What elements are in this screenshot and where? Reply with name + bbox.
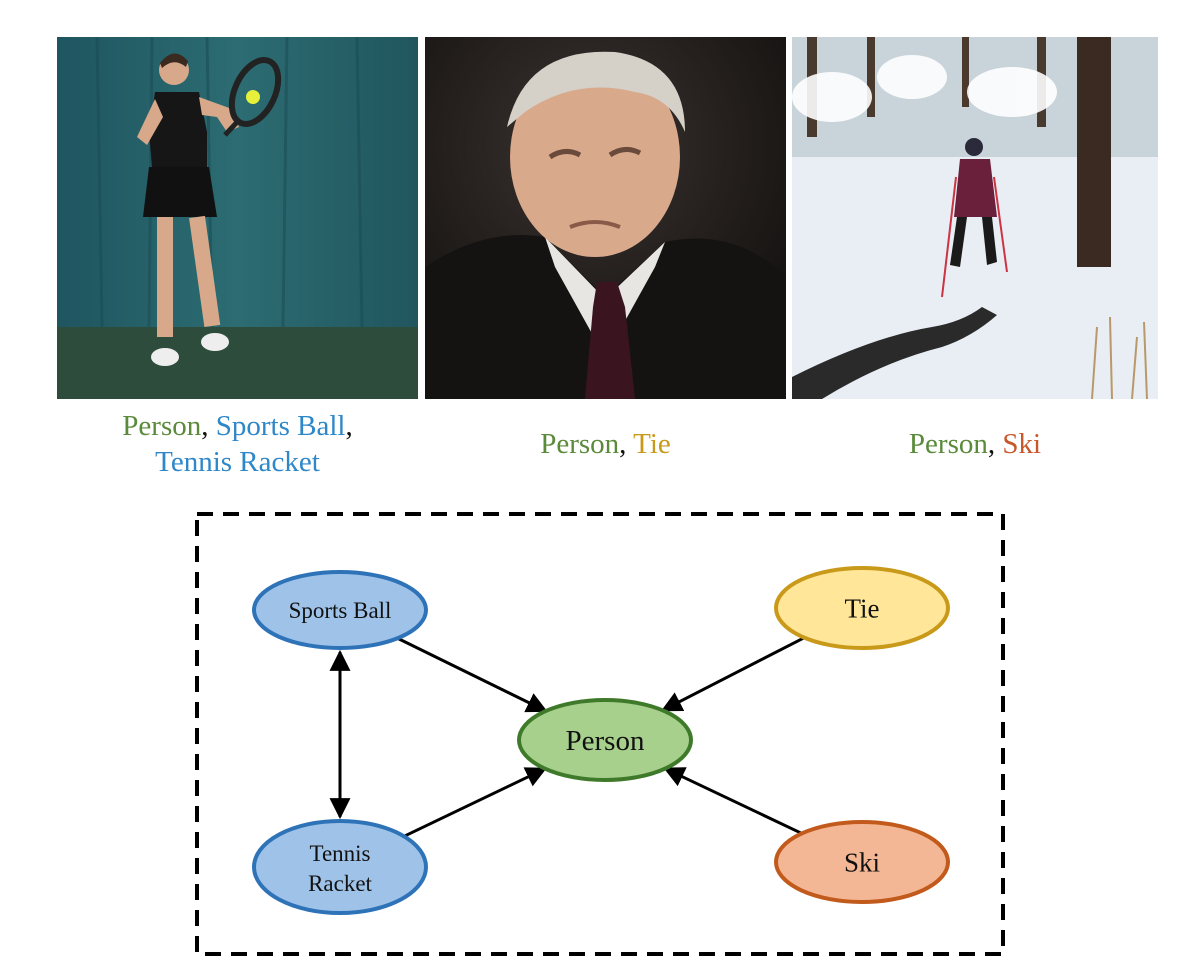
edge-tie-to-person <box>660 636 805 712</box>
node-ellipse <box>517 698 693 782</box>
edge-tennis-racket-to-person <box>403 767 547 838</box>
caption-tie-photo: Person, Tie <box>425 426 786 462</box>
caption-label: Person <box>540 428 620 460</box>
node-tie: Tie <box>774 566 950 650</box>
skier-photo <box>792 37 1158 399</box>
caption-separator: , <box>987 428 1003 460</box>
caption-label: Tennis Racket <box>155 446 320 478</box>
edge-ski-to-person <box>663 767 803 835</box>
caption-separator: , <box>201 410 216 442</box>
node-ellipse <box>252 570 428 650</box>
edge-sports-ball-to-person <box>396 636 548 713</box>
tennis-player-photo <box>57 37 418 399</box>
node-label: Ski <box>844 847 880 877</box>
node-label: Person <box>566 725 645 757</box>
node-ellipse <box>774 566 950 650</box>
caption-label: Tie <box>633 428 671 460</box>
caption-label: Person <box>908 428 988 460</box>
node-ellipse <box>774 820 950 904</box>
caption-ski-photo: Person, Ski <box>792 426 1158 462</box>
caption-separator: , <box>619 428 634 460</box>
caption-label: Sports Ball <box>215 410 346 442</box>
caption-tennis-photo: Person, Sports Ball, Tennis Racket <box>57 408 418 480</box>
node-ski: Ski <box>774 820 950 904</box>
caption-separator: , <box>345 410 353 442</box>
graph-dashed-border <box>195 512 1005 956</box>
node-person: Person <box>517 698 693 782</box>
node-ellipse <box>252 819 428 915</box>
node-label: Tie <box>844 593 879 623</box>
node-sports-ball: Sports Ball <box>252 570 428 650</box>
caption-label: Ski <box>1002 428 1042 460</box>
caption-label: Person <box>122 410 202 442</box>
man-with-tie-photo <box>425 37 786 399</box>
node-label: Sports Ball <box>289 598 392 623</box>
